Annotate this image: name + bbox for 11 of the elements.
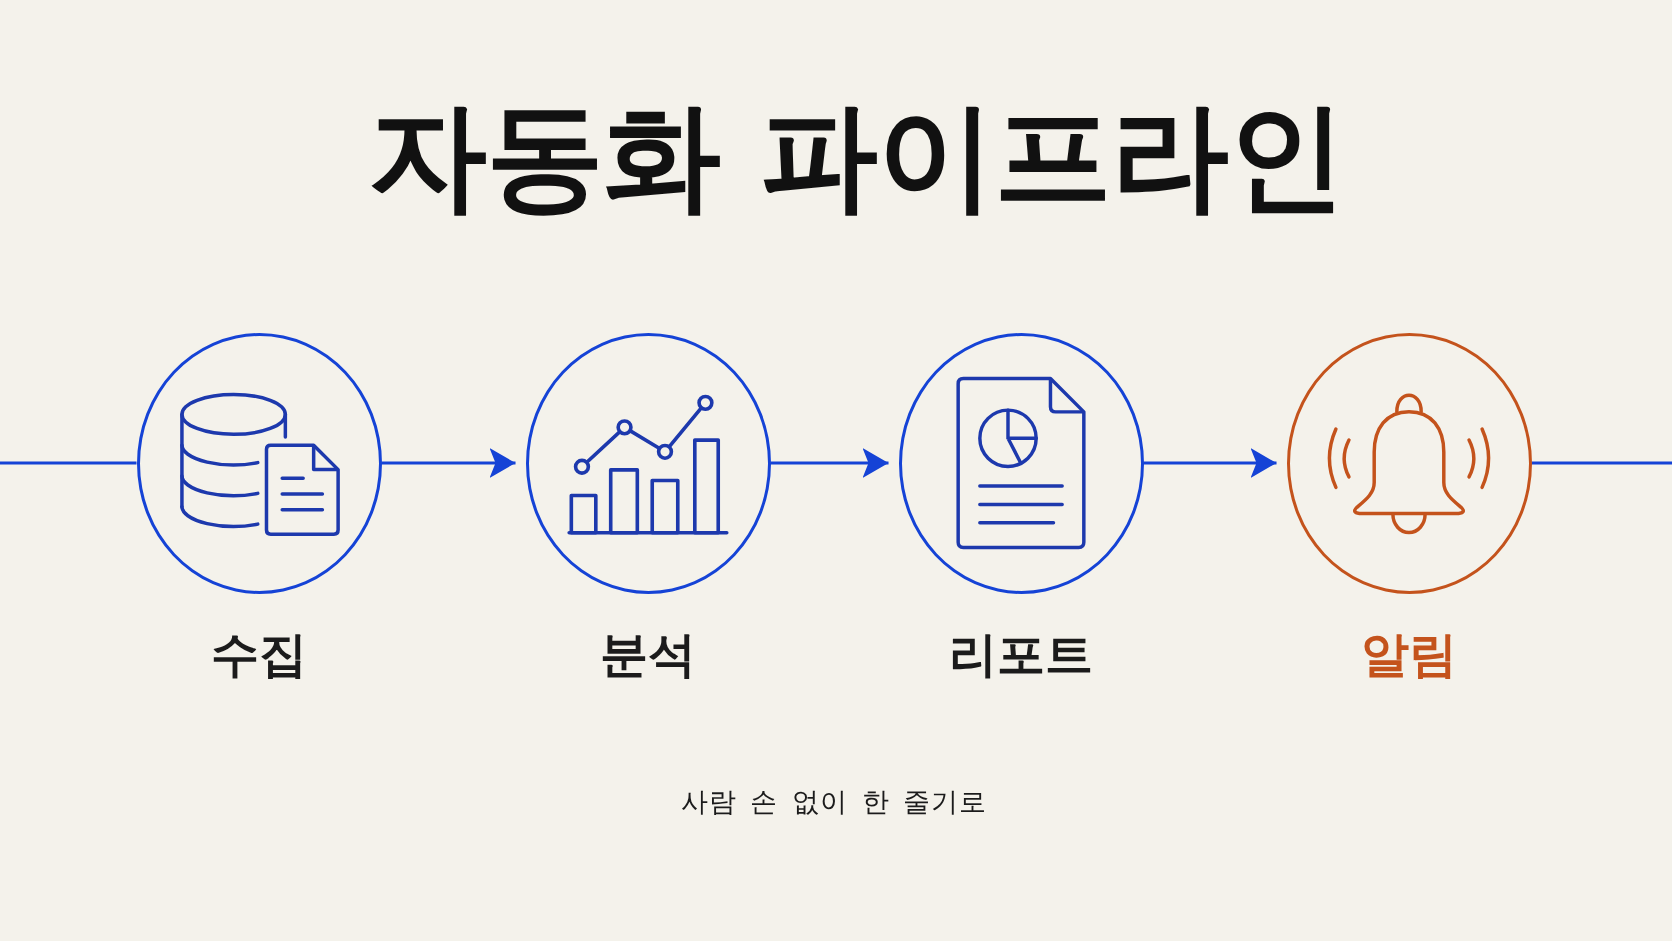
connector-line	[1531, 461, 1672, 465]
connector-line	[0, 461, 137, 465]
title: 자동화 파이프라인	[368, 86, 1346, 227]
step-label: 수집	[211, 625, 307, 684]
step-label: 리포트	[949, 625, 1093, 684]
caption: 사람 손 없이 한 줄기로	[680, 785, 988, 819]
step-label: 분석	[600, 625, 696, 684]
arrow	[381, 448, 516, 478]
step-label: 알림	[1361, 625, 1457, 684]
arrow	[770, 448, 889, 478]
arrow	[1143, 448, 1277, 478]
